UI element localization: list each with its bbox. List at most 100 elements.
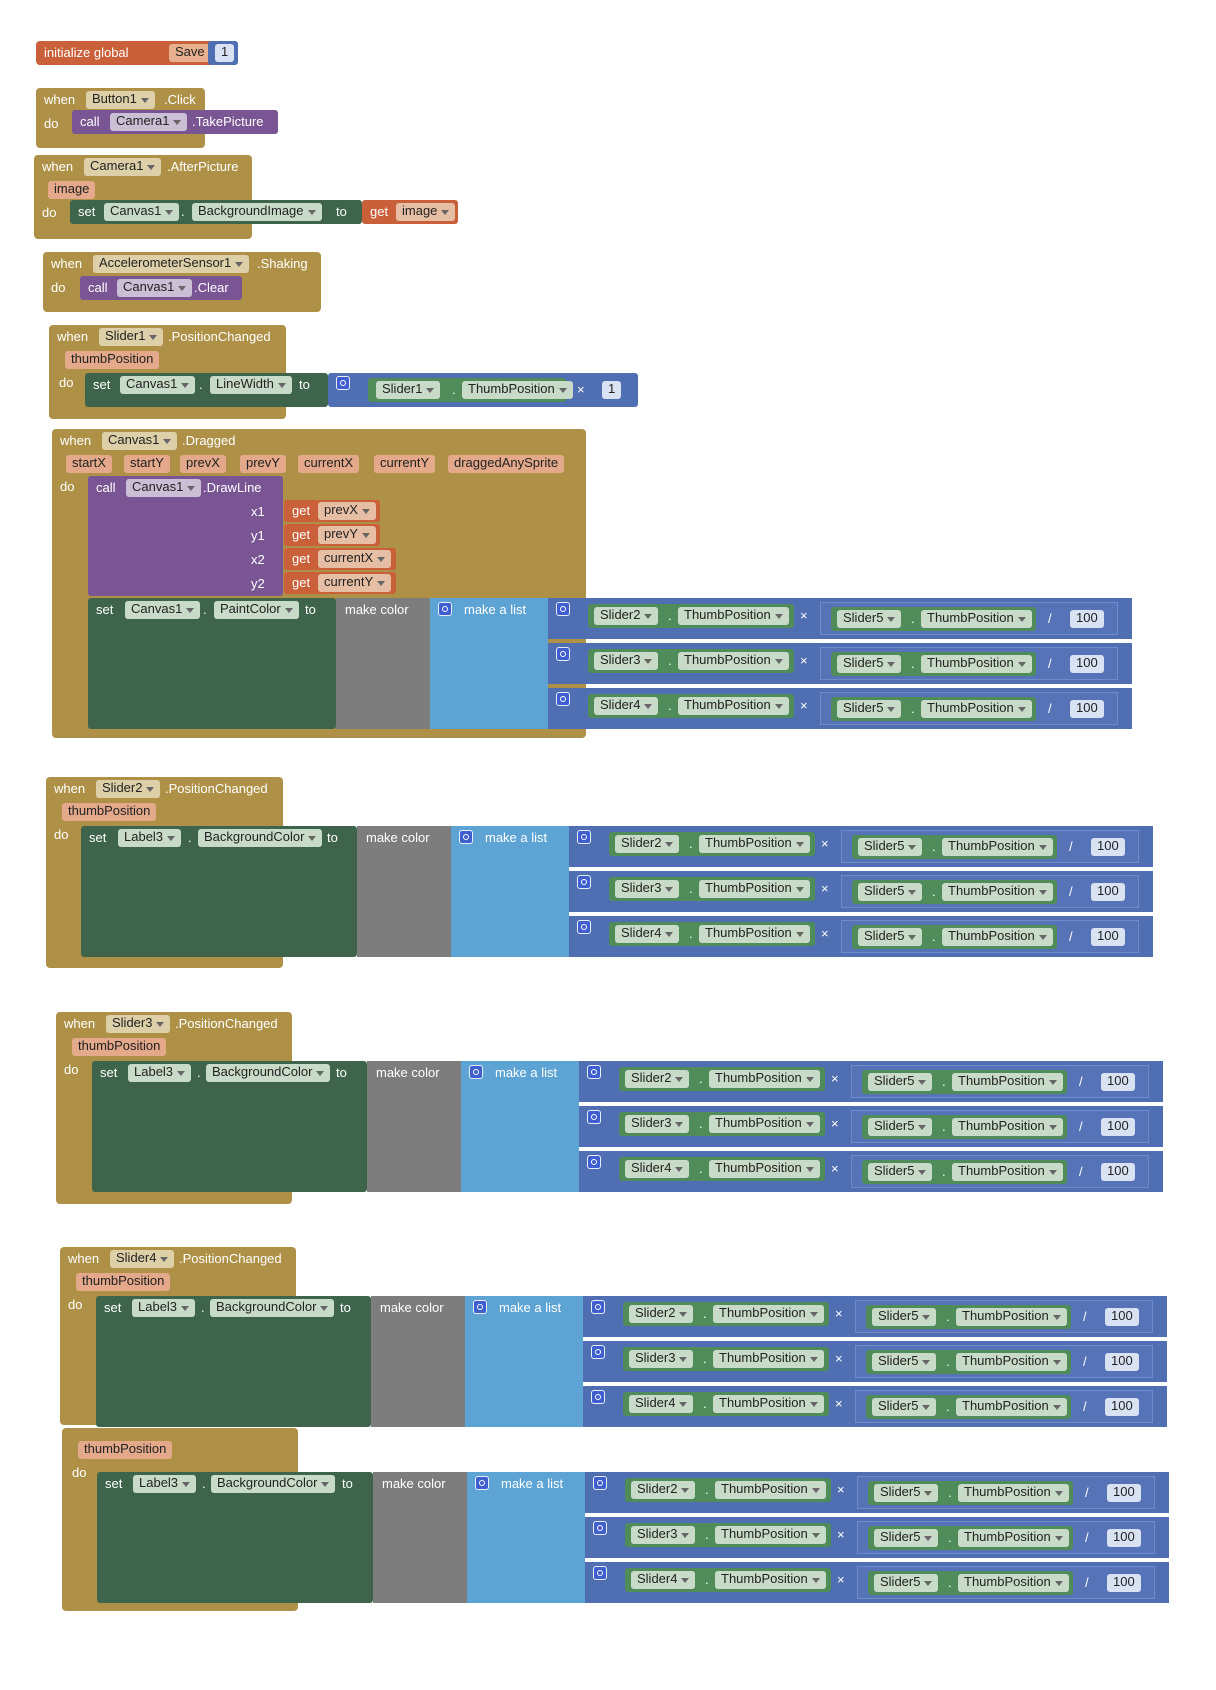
slider5-thumbposition-getter[interactable]: Slider5.ThumbPosition xyxy=(831,607,1036,631)
getter-property-dropdown[interactable]: ThumbPosition xyxy=(958,1484,1069,1502)
getter-property-dropdown[interactable]: ThumbPosition xyxy=(709,1070,820,1088)
mutator-gear-icon[interactable] xyxy=(577,875,591,889)
getter-property-dropdown[interactable]: ThumbPosition xyxy=(713,1305,824,1323)
divide-multiply-block[interactable]: Slider4.ThumbPosition×Slider5.ThumbPosit… xyxy=(569,916,1153,957)
getter-component-dropdown[interactable]: Slider2 xyxy=(625,1070,690,1088)
number-field[interactable]: 100 xyxy=(1101,1163,1135,1181)
set-component-dropdown[interactable]: Canvas1 xyxy=(125,601,201,619)
mutator-gear-icon[interactable] xyxy=(438,602,452,616)
slider-thumbposition-getter[interactable]: Slider4.ThumbPosition xyxy=(623,1392,829,1416)
slider5-thumbposition-getter[interactable]: Slider5.ThumbPosition xyxy=(866,1350,1071,1374)
slider-thumbposition-getter[interactable]: Slider3.ThumbPosition xyxy=(623,1347,829,1371)
getter-property-dropdown[interactable]: ThumbPosition xyxy=(462,381,573,399)
getter-component-dropdown[interactable]: Slider3 xyxy=(631,1526,696,1544)
param-thumbposition[interactable]: thumbPosition xyxy=(78,1441,173,1459)
make-color-block[interactable]: make color xyxy=(336,598,430,729)
getter-component-dropdown[interactable]: Slider5 xyxy=(868,1073,933,1091)
divide-block[interactable]: Slider5.ThumbPosition/100 xyxy=(851,1155,1149,1188)
slider5-thumbposition-getter[interactable]: Slider5.ThumbPosition xyxy=(862,1160,1067,1184)
number-field[interactable]: 100 xyxy=(1070,610,1104,628)
number-field[interactable]: 100 xyxy=(1105,1353,1139,1371)
component-dropdown[interactable]: AccelerometerSensor1 xyxy=(93,255,250,273)
param-prevy[interactable]: prevY xyxy=(240,455,286,473)
mutator-gear-icon[interactable] xyxy=(593,1521,607,1535)
divide-multiply-block[interactable]: Slider2.ThumbPosition×Slider5.ThumbPosit… xyxy=(585,1472,1169,1513)
divide-multiply-block[interactable]: Slider4.ThumbPosition×Slider5.ThumbPosit… xyxy=(583,1386,1167,1427)
divide-multiply-block[interactable]: Slider4.ThumbPosition×Slider5.ThumbPosit… xyxy=(579,1151,1163,1192)
getter-property-dropdown[interactable]: ThumbPosition xyxy=(678,652,789,670)
getter-property-dropdown[interactable]: ThumbPosition xyxy=(709,1160,820,1178)
mutator-gear-icon[interactable] xyxy=(556,692,570,706)
slider-thumbposition-getter[interactable]: Slider4.ThumbPosition xyxy=(619,1157,825,1181)
mutator-gear-icon[interactable] xyxy=(577,830,591,844)
make-color-block[interactable]: make color xyxy=(357,826,451,957)
divide-block[interactable]: Slider5.ThumbPosition/100 xyxy=(841,920,1139,953)
slider-thumbposition-getter[interactable]: Slider4.ThumbPosition xyxy=(609,922,815,946)
getter-property-dropdown[interactable]: ThumbPosition xyxy=(713,1395,824,1413)
mutator-gear-icon[interactable] xyxy=(591,1345,605,1359)
slider-thumbposition-getter[interactable]: Slider3.ThumbPosition xyxy=(619,1112,825,1136)
getter-property-dropdown[interactable]: ThumbPosition xyxy=(952,1073,1063,1091)
slider-thumbposition-getter[interactable]: Slider4.ThumbPosition xyxy=(588,694,794,718)
getter-component-dropdown[interactable]: Slider2 xyxy=(594,607,659,625)
property-dropdown[interactable]: BackgroundImage xyxy=(192,203,322,221)
getter-component-dropdown[interactable]: Slider1 xyxy=(376,381,441,399)
set-label3-backgroundcolor[interactable]: set Label3 . BackgroundColor to xyxy=(97,1472,373,1603)
divide-multiply-block[interactable]: Slider3.ThumbPosition×Slider5.ThumbPosit… xyxy=(583,1341,1167,1382)
call-component-dropdown[interactable]: Canvas1 xyxy=(126,479,202,497)
make-a-list-block[interactable]: make a list xyxy=(467,1472,585,1603)
divide-block[interactable]: Slider5.ThumbPosition/100 xyxy=(855,1390,1153,1423)
number-field[interactable]: 100 xyxy=(1107,1574,1141,1592)
call-canvas1-drawline[interactable]: call Canvas1 .DrawLine x1 y1 x2 y2 xyxy=(88,476,283,596)
getter-property-dropdown[interactable]: ThumbPosition xyxy=(713,1350,824,1368)
getter-component-dropdown[interactable]: Slider4 xyxy=(615,925,680,943)
number-field[interactable]: 100 xyxy=(1091,928,1125,946)
getter-property-dropdown[interactable]: ThumbPosition xyxy=(715,1481,826,1499)
number-field[interactable]: 100 xyxy=(1101,1073,1135,1091)
divide-block[interactable]: Slider5.ThumbPosition/100 xyxy=(855,1345,1153,1378)
getter-component-dropdown[interactable]: Slider3 xyxy=(615,880,680,898)
divide-block[interactable]: Slider5.ThumbPosition/100 xyxy=(820,602,1118,635)
getter-property-dropdown[interactable]: ThumbPosition xyxy=(952,1163,1063,1181)
multiply-block[interactable]: Slider1 . ThumbPosition × 1 xyxy=(328,373,638,407)
make-a-list-block[interactable]: make a list xyxy=(430,598,548,729)
get-var-dropdown[interactable]: prevX xyxy=(318,502,376,520)
divide-multiply-block[interactable]: Slider4.ThumbPosition×Slider5.ThumbPosit… xyxy=(548,688,1132,729)
getter-property-dropdown[interactable]: ThumbPosition xyxy=(921,610,1032,628)
slider-thumbposition-getter[interactable]: Slider2.ThumbPosition xyxy=(623,1302,829,1326)
set-component-dropdown[interactable]: Label3 xyxy=(132,1299,196,1317)
slider5-thumbposition-getter[interactable]: Slider5.ThumbPosition xyxy=(866,1395,1071,1419)
divide-block[interactable]: Slider5.ThumbPosition/100 xyxy=(851,1110,1149,1143)
component-dropdown[interactable]: Slider4 xyxy=(110,1250,175,1268)
set-label3-backgroundcolor[interactable]: set Label3 . BackgroundColor to xyxy=(81,826,357,957)
getter-property-dropdown[interactable]: ThumbPosition xyxy=(952,1118,1063,1136)
set-canvas1-paintcolor[interactable]: set Canvas1 . PaintColor to xyxy=(88,598,336,729)
slider-thumbposition-getter[interactable]: Slider2.ThumbPosition xyxy=(619,1067,825,1091)
getter-component-dropdown[interactable]: Slider4 xyxy=(594,697,659,715)
number-field[interactable]: 100 xyxy=(1091,838,1125,856)
set-label3-backgroundcolor[interactable]: set Label3 . BackgroundColor to xyxy=(92,1061,367,1192)
global-variable-block[interactable]: initialize global Save to xyxy=(36,41,238,65)
getter-component-dropdown[interactable]: Slider2 xyxy=(631,1481,696,1499)
param-currenty[interactable]: currentY xyxy=(374,455,436,473)
slider5-thumbposition-getter[interactable]: Slider5.ThumbPosition xyxy=(852,880,1057,904)
call-component-dropdown[interactable]: Camera1 xyxy=(110,113,188,131)
param-starty[interactable]: startY xyxy=(124,455,170,473)
number-field[interactable]: 1 xyxy=(215,44,235,62)
divide-multiply-block[interactable]: Slider2.ThumbPosition×Slider5.ThumbPosit… xyxy=(583,1296,1167,1337)
get-var-dropdown[interactable]: currentY xyxy=(318,574,392,592)
number-field[interactable]: 100 xyxy=(1070,700,1104,718)
component-dropdown[interactable]: Camera1 xyxy=(84,158,162,176)
slider-thumbposition-getter[interactable]: Slider3.ThumbPosition xyxy=(609,877,815,901)
mutator-gear-icon[interactable] xyxy=(591,1300,605,1314)
getter-component-dropdown[interactable]: Slider5 xyxy=(872,1308,937,1326)
divide-block[interactable]: Slider5.ThumbPosition/100 xyxy=(841,830,1139,863)
get-prevx-block[interactable]: get prevX xyxy=(284,500,380,522)
mutator-gear-icon[interactable] xyxy=(556,647,570,661)
getter-component-dropdown[interactable]: Slider5 xyxy=(874,1574,939,1592)
getter-property-dropdown[interactable]: ThumbPosition xyxy=(715,1526,826,1544)
getter-component-dropdown[interactable]: Slider5 xyxy=(872,1398,937,1416)
divide-multiply-block[interactable]: Slider3.ThumbPosition×Slider5.ThumbPosit… xyxy=(569,871,1153,912)
getter-component-dropdown[interactable]: Slider3 xyxy=(629,1350,694,1368)
getter-property-dropdown[interactable]: ThumbPosition xyxy=(942,838,1053,856)
